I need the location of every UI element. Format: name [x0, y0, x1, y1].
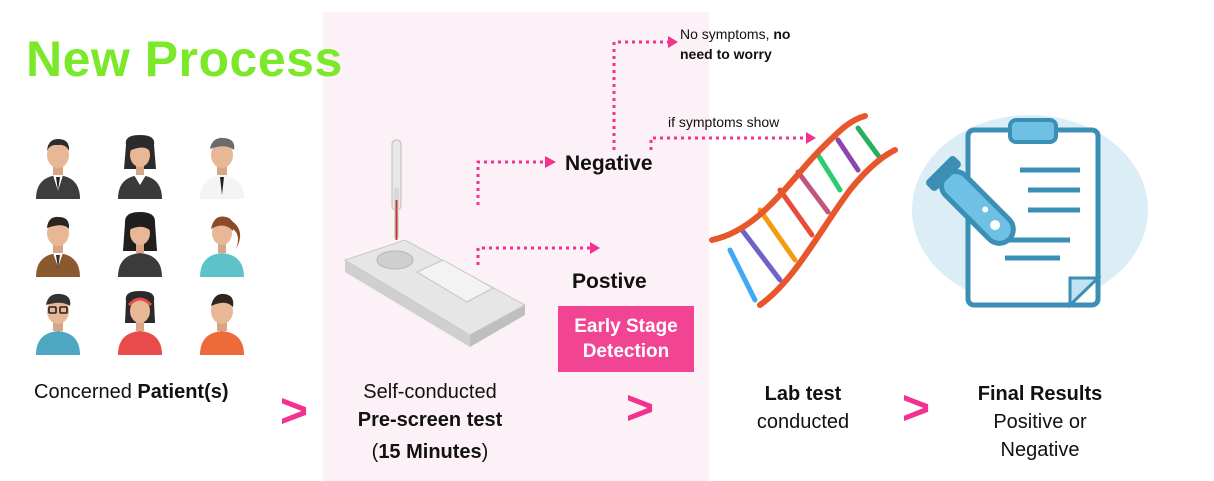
dna-helix-icon: [709, 113, 898, 308]
no-symptoms-bold-2: need to worry: [680, 46, 772, 62]
no-symptoms-bold-1: no: [773, 26, 791, 42]
no-symptoms-text: No symptoms,: [680, 26, 774, 42]
man-tie-icon: [36, 216, 80, 277]
prescreen-line1: Self-conducted: [363, 381, 497, 403]
patients-caption-text: Concerned: [34, 381, 138, 403]
early-stage-line2: Detection: [582, 341, 670, 362]
chevron-right-icon: >: [626, 382, 655, 435]
man-glasses-icon: [36, 293, 80, 355]
early-stage-line1: Early Stage: [574, 316, 678, 337]
final-line1: Final Results: [977, 383, 1103, 405]
final-line3: Negative: [1000, 439, 1080, 461]
man-shirt-icon: [200, 137, 244, 199]
prescreen-caption: Self-conducted Pre-screen test (15 Minut…: [330, 378, 530, 466]
man-suit-icon: [36, 139, 80, 199]
positive-label: Postive: [572, 270, 647, 293]
woman-icon: [118, 135, 162, 199]
prescreen-line3: (15 Minutes): [371, 441, 489, 463]
woman-headband-icon: [118, 291, 162, 355]
patients-grid: [36, 135, 244, 355]
final-caption: Final Results Positive or Negative: [960, 380, 1120, 464]
negative-label: Negative: [565, 152, 653, 175]
clipboard-test-tube-icon: [912, 115, 1148, 309]
chevron-right-icon: >: [902, 382, 931, 435]
patients-caption: Concerned Patient(s): [34, 378, 229, 406]
prescreen-line2: Pre-screen test: [357, 409, 503, 431]
man-orange-icon: [200, 293, 244, 355]
lab-line2: conducted: [756, 411, 850, 433]
chevron-right-icon: >: [280, 385, 309, 438]
no-symptoms-note: No symptoms, no need to worry: [680, 24, 840, 64]
lab-caption: Lab test conducted: [728, 380, 878, 436]
woman-dark-icon: [118, 212, 162, 277]
if-symptoms-note: if symptoms show: [668, 114, 780, 130]
patients-caption-bold: Patient(s): [137, 381, 229, 403]
woman-ponytail-icon: [200, 216, 244, 277]
early-stage-detection-badge: Early Stage Detection: [558, 306, 694, 372]
lab-line1: Lab test: [764, 383, 842, 405]
rapid-test-cassette-icon: [343, 139, 527, 347]
final-line2: Positive or: [993, 411, 1087, 433]
page-title: New Process: [26, 31, 343, 87]
